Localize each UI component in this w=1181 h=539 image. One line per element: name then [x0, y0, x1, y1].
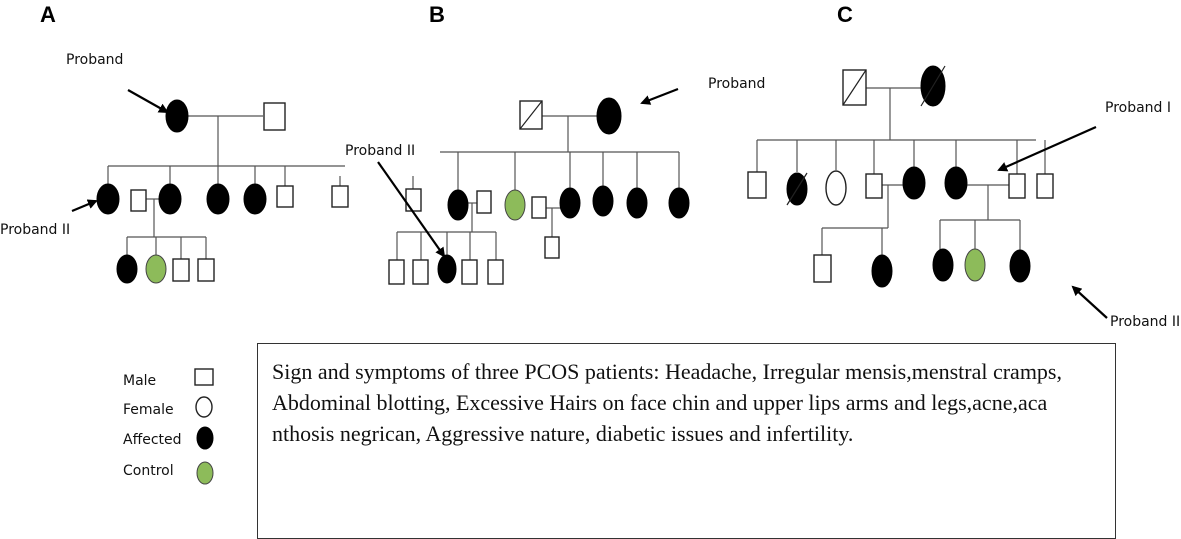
legend-female-label: Female [123, 402, 174, 418]
a-female-control [145, 254, 167, 284]
panel-c-letter: C [837, 2, 853, 27]
b-proband-arrow [640, 87, 679, 105]
b-male [405, 188, 422, 212]
a-female-affected [243, 183, 267, 215]
legend-male-square [194, 368, 214, 386]
b-female-affected [592, 185, 614, 217]
a-proband2-arrow [71, 199, 98, 213]
c-proband2-label: Proband II [1110, 314, 1180, 330]
legend: Male Female Affected Control [123, 368, 214, 485]
b-proband2-female-affected [437, 254, 457, 284]
b-male [461, 259, 478, 285]
a-male-spouse [263, 102, 286, 131]
c-male [1008, 173, 1026, 199]
c-male [813, 254, 832, 283]
a-female-affected [158, 183, 182, 215]
c-female-affected [871, 254, 893, 288]
c-female-control [964, 248, 986, 282]
c-proband1-female-affected [944, 166, 968, 200]
a-male [276, 185, 294, 208]
b-male [531, 196, 547, 219]
legend-control-circle [196, 461, 214, 485]
c-female [825, 170, 847, 206]
b-female-affected [559, 187, 581, 219]
pedigree-c: Proband I Proband II [747, 65, 1180, 330]
b-proband2-arrow [377, 161, 446, 258]
a-female-affected [96, 183, 120, 215]
a-male [172, 258, 190, 282]
legend-affected-label: Affected [123, 432, 182, 448]
b-male [487, 259, 504, 285]
a-proband-arrow [127, 89, 169, 113]
b-male [544, 236, 560, 259]
b-male [412, 259, 429, 285]
legend-female-circle [195, 396, 213, 418]
a-male [197, 258, 215, 282]
b-proband2-label: Proband II [345, 143, 415, 159]
a-male [331, 185, 349, 208]
c-proband2-female-affected [1009, 249, 1031, 283]
c-deceased-slash [920, 65, 946, 107]
b-male [388, 259, 405, 285]
b-female-affected [626, 187, 648, 219]
c-male [1036, 173, 1054, 199]
panel-a-letter: A [40, 2, 56, 27]
a-proband2-label: Proband II [0, 222, 70, 238]
b-female-affected [668, 187, 690, 219]
legend-male-label: Male [123, 373, 156, 389]
pedigree-a: Proband Proband II [0, 52, 349, 284]
c-proband1-label: Proband I [1105, 100, 1171, 116]
c-female-affected [932, 248, 954, 282]
panel-b-letter: B [429, 2, 445, 27]
b-female-control [504, 189, 526, 221]
c-proband1-arrow [997, 125, 1097, 172]
pedigree-b: Proband Proband II [345, 76, 765, 285]
a-female-affected [206, 183, 230, 215]
c-male [865, 173, 883, 199]
a-proband-label: Proband [66, 52, 123, 68]
legend-control-label: Control [123, 463, 174, 479]
legend-affected-circle [196, 426, 214, 450]
a-proband-female-affected [165, 99, 189, 133]
c-deceased-slash [786, 172, 808, 206]
c-male [747, 171, 767, 199]
c-deceased-slash [842, 69, 867, 106]
symptoms-note: Sign and symptoms of three PCOS patients… [257, 343, 1116, 539]
c-female-affected [902, 166, 926, 200]
b-female-affected [447, 189, 469, 221]
a-female-affected [116, 254, 138, 284]
a-male [130, 189, 147, 212]
b-male [476, 190, 492, 214]
c-proband2-arrow [1071, 285, 1108, 319]
b-proband-female-affected [596, 97, 622, 135]
b-proband-label: Proband [708, 76, 765, 92]
b-deceased-slash [519, 100, 543, 130]
